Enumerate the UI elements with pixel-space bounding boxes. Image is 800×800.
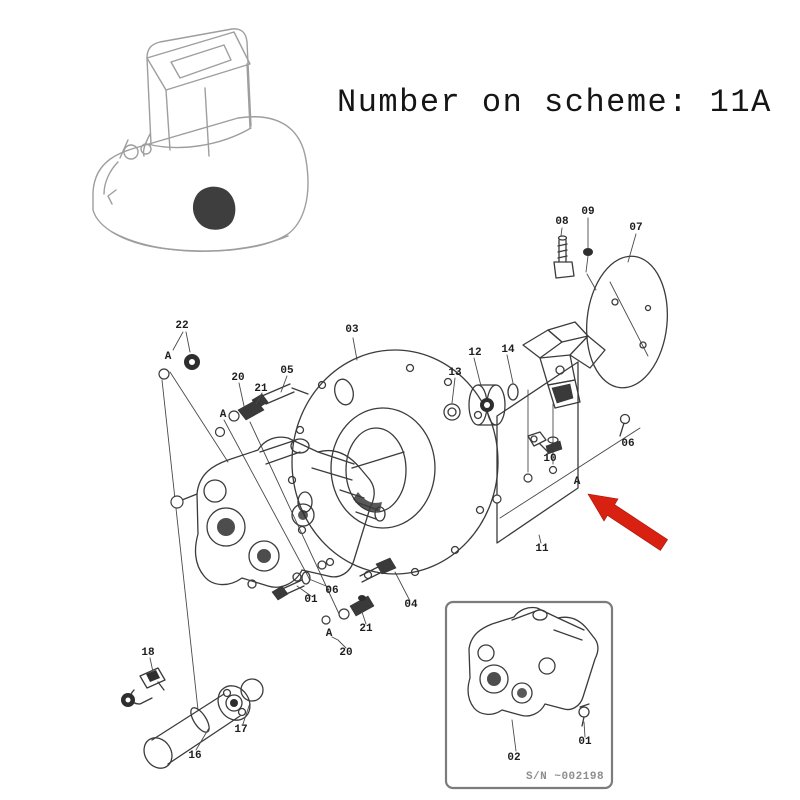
part-label-12: 12: [468, 347, 482, 359]
part-label-06-left: 06: [325, 585, 339, 597]
ring-13-drawing: [443, 377, 461, 421]
cover-plate-07-drawing: [585, 233, 669, 389]
part-label-20-upper: 20: [231, 372, 245, 384]
part-label-16: 16: [188, 750, 202, 762]
leader-lines: [161, 371, 641, 711]
inset-part-label-02: 02: [507, 752, 521, 764]
fitting-20-21-lower-drawing: [321, 595, 375, 649]
part-label-10: 10: [543, 453, 557, 465]
elbow-18-drawing: [121, 657, 166, 707]
grommet-22-drawing: [158, 331, 200, 380]
oring-17-drawing: [240, 678, 264, 725]
excavator-thumbnail: [92, 28, 309, 252]
part-label-21-lower: 21: [359, 623, 373, 635]
page-title: Number on scheme: 11A: [337, 84, 772, 121]
bushing-12-drawing: [468, 357, 506, 426]
bolt-01-washer-06-drawing: [271, 571, 332, 601]
inset-bolt-01-drawing: [578, 703, 590, 738]
part-label-11: 11: [535, 543, 549, 555]
part-label-13: 13: [448, 367, 462, 379]
serial-number-note: S/N ~002198: [525, 771, 605, 783]
view-marker-a-3: A: [325, 628, 333, 640]
part-label-01: 01: [304, 594, 318, 606]
part-label-22: 22: [175, 320, 189, 332]
inset-box: [444, 600, 614, 790]
part-label-06-right: 06: [621, 438, 635, 450]
part-label-20-lower: 20: [339, 647, 353, 659]
part-label-09: 09: [581, 206, 595, 218]
part-label-07: 07: [629, 222, 643, 234]
pin-09-drawing: [583, 217, 593, 273]
part-label-08: 08: [555, 216, 569, 228]
part-label-21-upper: 21: [254, 383, 268, 395]
bolt-06-right-drawing: [619, 413, 631, 437]
fitting-20-21-upper-drawing: [214, 382, 265, 438]
bolt-04-drawing: [359, 557, 411, 602]
part-label-03: 03: [345, 324, 359, 336]
part-label-05: 05: [280, 365, 294, 377]
pump-02-drawing: [170, 436, 386, 589]
inset-part-label-01: 01: [578, 736, 592, 748]
inset-pump-02-drawing: [467, 606, 599, 752]
pointer-arrow-icon: [587, 493, 669, 551]
pump-location-blob: [192, 186, 236, 230]
flange-03-drawing: [287, 337, 499, 580]
view-marker-a-4: A: [573, 476, 581, 488]
view-marker-a-1: A: [164, 351, 172, 363]
part-label-14: 14: [501, 344, 515, 356]
part-label-04: 04: [404, 599, 418, 611]
tube-16-drawing: [143, 685, 251, 769]
view-marker-a-2: A: [219, 409, 227, 421]
part-label-17: 17: [234, 724, 248, 736]
bolt-10-drawing: [527, 431, 549, 453]
gasket-plate-11-drawing: [492, 361, 579, 544]
bolt-08-drawing: [553, 227, 575, 279]
part-label-18: 18: [141, 647, 155, 659]
oring-14-drawing: [506, 354, 519, 401]
